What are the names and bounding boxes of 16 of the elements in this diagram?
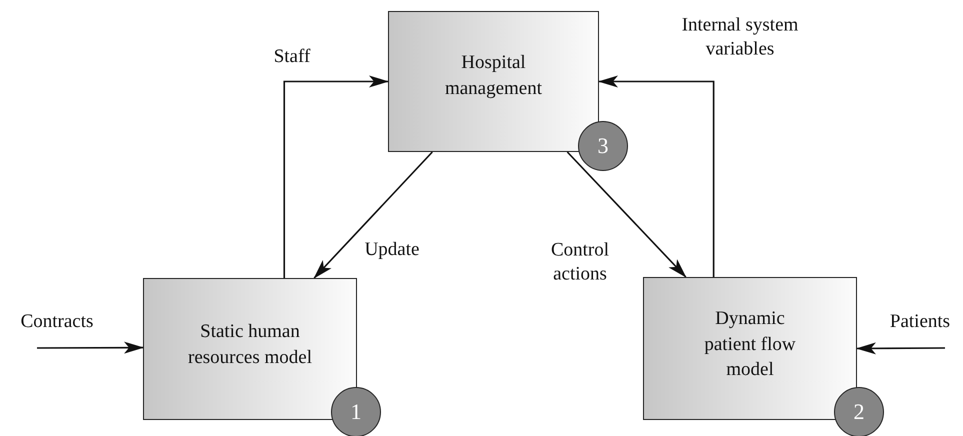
arrow xyxy=(598,76,714,277)
number-circle xyxy=(834,387,884,436)
box-label: Hospital management xyxy=(444,50,544,100)
arrow xyxy=(856,342,945,354)
process-box xyxy=(388,11,599,152)
box-label: Static human resources model xyxy=(187,320,313,370)
circle-number: 2 xyxy=(854,401,864,423)
arrow xyxy=(566,151,686,278)
arrow xyxy=(37,342,144,354)
arrow xyxy=(314,151,433,279)
circle-number: 3 xyxy=(598,135,608,157)
circle-number: 1 xyxy=(350,401,362,423)
number-circle xyxy=(578,121,628,171)
number-circle xyxy=(331,387,381,436)
box-label: Dynamic patient flow model xyxy=(703,307,797,382)
arrow xyxy=(283,76,389,278)
